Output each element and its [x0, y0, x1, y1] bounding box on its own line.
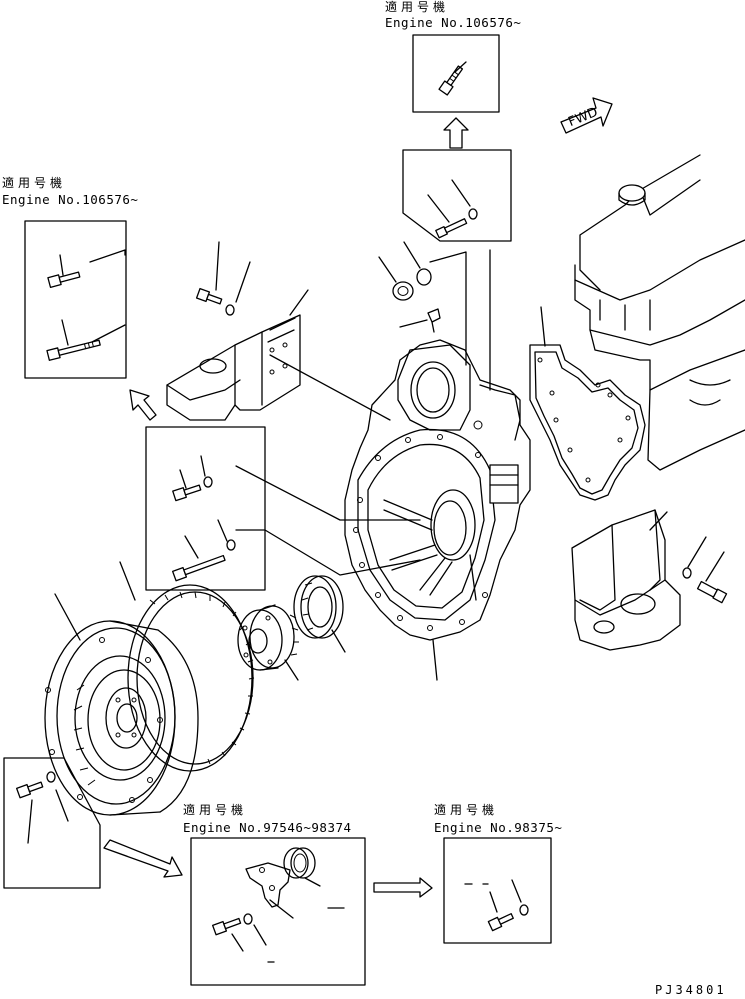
- mounting-bracket-left: [167, 242, 308, 420]
- engine-block: [575, 155, 745, 470]
- inset-left-bolts: [25, 221, 126, 378]
- bottom-mid-engine-range: Engine No.97546~98374: [183, 820, 352, 835]
- bolt-box-middle-left: [146, 355, 420, 590]
- flywheel: [45, 594, 198, 815]
- bolt-box-upper-right: [403, 150, 511, 241]
- flywheel-housing: [345, 340, 530, 680]
- arrow-up-left: [130, 390, 156, 420]
- top-applicable-label: 適用号機: [385, 0, 450, 14]
- flywheel-housing-gasket: [530, 307, 645, 500]
- pilot-housing: [238, 605, 299, 680]
- bottom-right-applicable-label: 適用号機: [434, 803, 499, 817]
- bottom-mid-applicable-label: 適用号機: [183, 803, 248, 817]
- fwd-arrow: [561, 98, 612, 133]
- bottom-right-engine-range: Engine No.98375~: [434, 820, 563, 835]
- top-engine-range: Engine No.106576~: [385, 15, 522, 30]
- bolt-box-bottom-left: [4, 758, 100, 888]
- ring-gear: [120, 562, 254, 771]
- oil-seal-and-plug: [379, 242, 490, 390]
- arrow-to-bottom-mid: [104, 840, 182, 877]
- arrow-to-bottom-right: [374, 878, 432, 897]
- arrow-up-top: [444, 118, 468, 148]
- inset-bottom-right: [444, 838, 551, 943]
- inset-top-bolt: [413, 35, 499, 112]
- left-applicable-label: 適用号機: [2, 176, 67, 190]
- left-engine-range: Engine No.106576~: [2, 192, 139, 207]
- inset-bottom-mid: [191, 838, 365, 985]
- bearing-ring: [294, 576, 345, 652]
- drawing-code: PJ34801: [655, 983, 727, 997]
- mounting-bracket-right: [572, 510, 727, 650]
